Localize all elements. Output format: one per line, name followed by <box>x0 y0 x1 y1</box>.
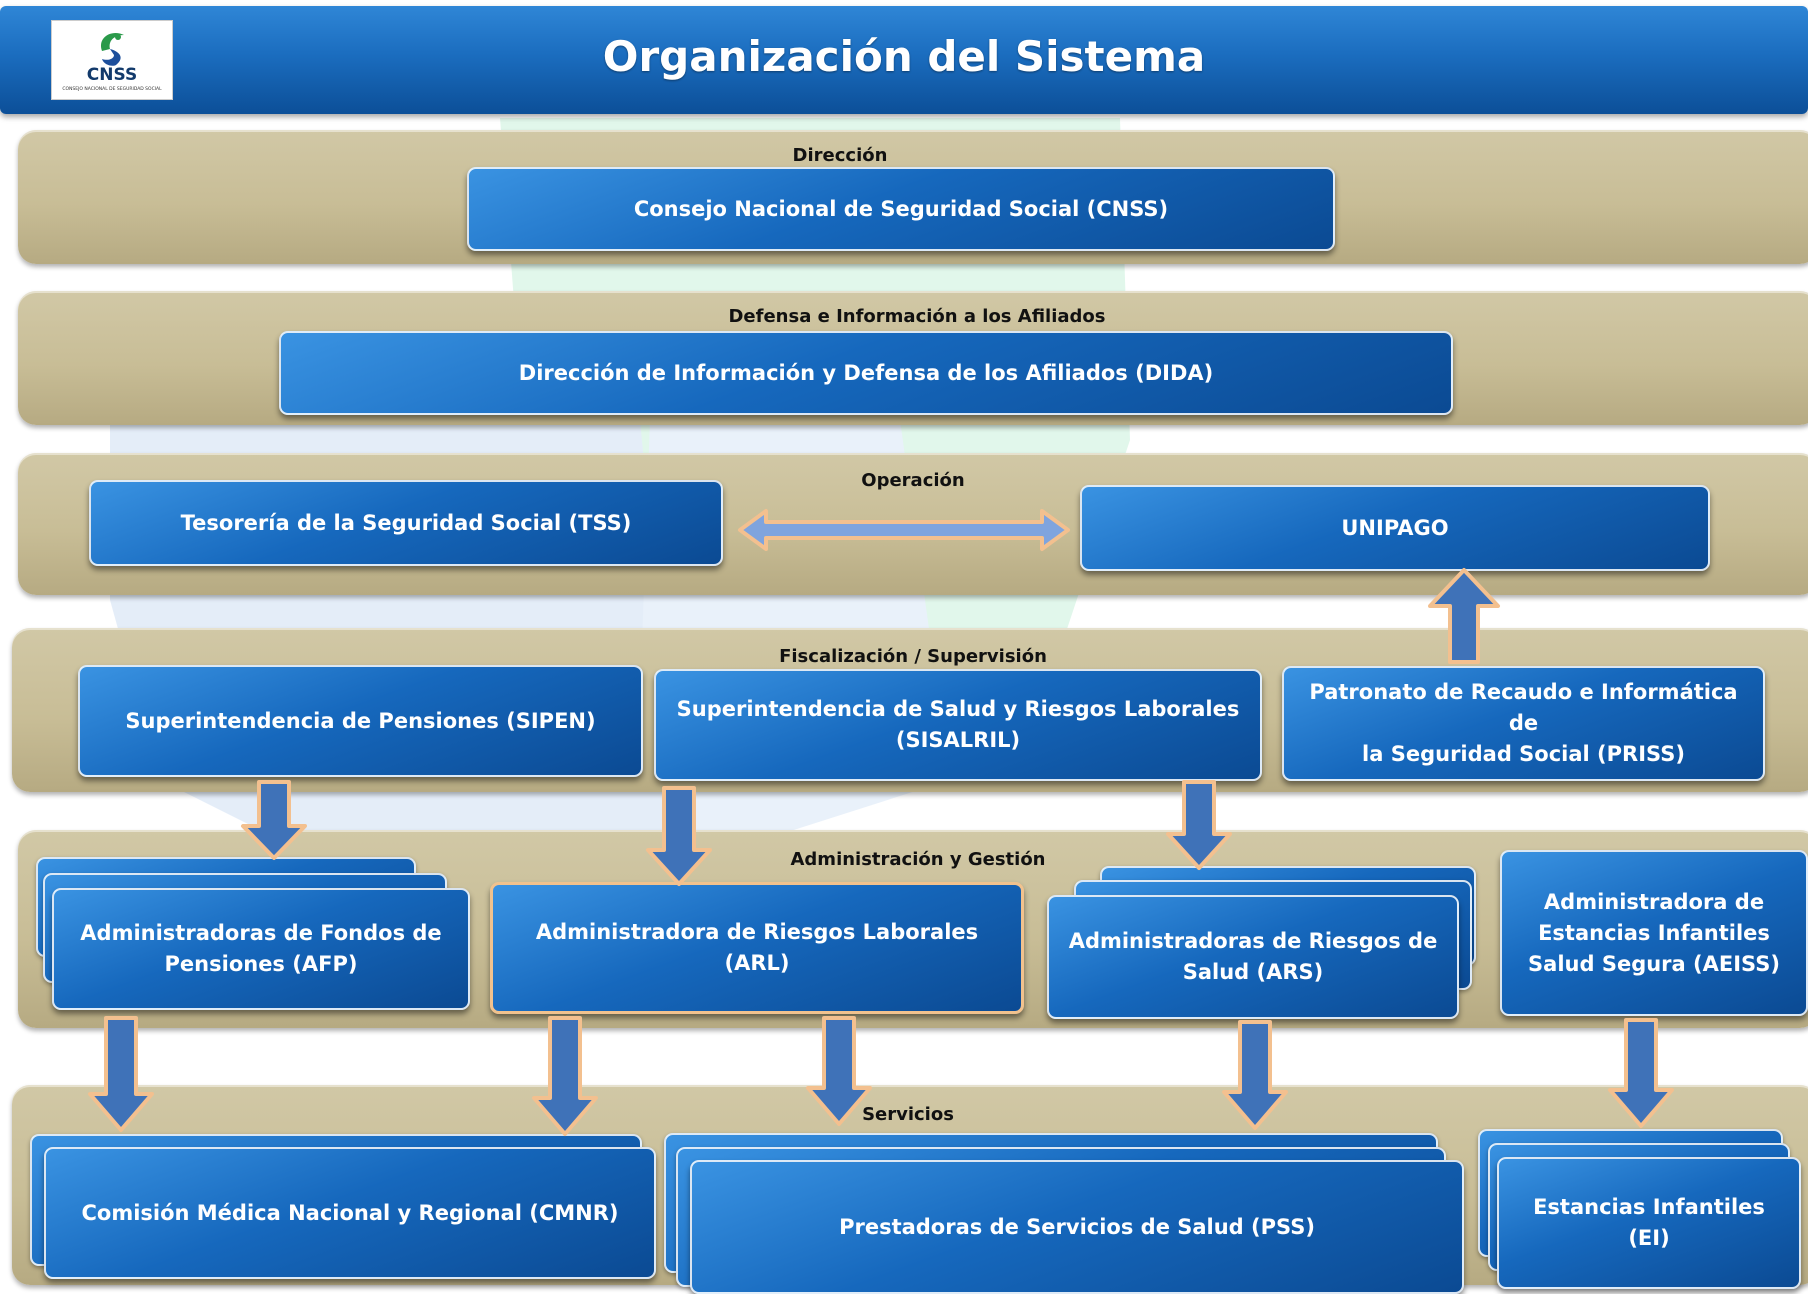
sipen-label: Superintendencia de Pensiones (SIPEN) <box>125 708 596 733</box>
pss-box: Prestadoras de Servicios de Salud (PSS) <box>690 1160 1464 1294</box>
sisalril-box: Superintendencia de Salud y Riesgos Labo… <box>654 669 1262 781</box>
ars-label-line2: Salud (ARS) <box>1182 960 1324 984</box>
afp-label: Administradoras de Fondos de Pensiones (… <box>80 918 441 980</box>
up-arrow-icon <box>1428 568 1500 664</box>
ei-label: Estancias Infantiles (EI) <box>1533 1195 1765 1250</box>
dida-label: Dirección de Información y Defensa de lo… <box>518 360 1214 385</box>
layer-title-defensa: Defensa e Información a los Afiliados <box>728 306 1106 327</box>
down-arrow-afp-cmnr-icon <box>88 1016 154 1132</box>
sisalril-label: Superintendencia de Salud y Riesgos Labo… <box>677 694 1240 756</box>
layer-title-fiscalizacion: Fiscalización / Supervisión <box>779 646 1047 667</box>
priss-label-line1: Patronato de Recaudo e Informática de <box>1309 680 1738 735</box>
layer-title-direccion: Dirección <box>792 145 888 166</box>
logo-text: CNSS <box>86 65 138 85</box>
afp-label-line1: Administradoras de Fondos de <box>80 921 442 945</box>
sisalril-label-line2: (SISALRIL) <box>895 728 1021 752</box>
ars-box: Administradoras de Riesgos de Salud (ARS… <box>1047 895 1459 1019</box>
unipago-box: UNIPAGO <box>1080 485 1710 571</box>
layer-title-operacion: Operación <box>861 470 965 491</box>
ars-label-line1: Administradoras de Riesgos de <box>1068 929 1438 953</box>
down-arrow-sisalril-ars-icon <box>1166 780 1232 870</box>
down-arrow-aeiss-ei-icon <box>1608 1018 1674 1128</box>
double-arrow-icon <box>738 509 1070 551</box>
logo-emblem-icon <box>101 32 124 66</box>
page-title: Organización del Sistema <box>602 32 1206 81</box>
arl-box: Administradora de Riesgos Laborales (ARL… <box>490 882 1024 1014</box>
pss-label: Prestadoras de Servicios de Salud (PSS) <box>839 1214 1315 1239</box>
cmnr-label: Comisión Médica Nacional y Regional (CMN… <box>81 1200 619 1225</box>
afp-box: Administradoras de Fondos de Pensiones (… <box>52 888 470 1010</box>
aeiss-label: Administradora de Estancias Infantiles S… <box>1528 887 1780 980</box>
arl-label: Administradora de Riesgos Laborales (ARL… <box>535 920 979 975</box>
down-arrow-sipen-afp-icon <box>241 780 307 860</box>
logo-subtext: CONSEJO NACIONAL DE SEGURIDAD SOCIAL <box>62 87 162 92</box>
cmnr-box: Comisión Médica Nacional y Regional (CMN… <box>44 1147 656 1279</box>
down-arrow-arl-pss-icon <box>806 1016 872 1126</box>
down-arrow-arl-cmnr-icon <box>532 1016 598 1136</box>
tss-label: Tesorería de la Seguridad Social (TSS) <box>180 510 632 535</box>
cnss-box: Consejo Nacional de Seguridad Social (CN… <box>467 167 1335 251</box>
sipen-box: Superintendencia de Pensiones (SIPEN) <box>78 665 643 777</box>
aeiss-label-line2: Estancias Infantiles <box>1538 920 1770 945</box>
priss-label: Patronato de Recaudo e Informática de la… <box>1298 677 1749 770</box>
ars-label: Administradoras de Riesgos de Salud (ARS… <box>1069 926 1438 988</box>
aeiss-box: Administradora de Estancias Infantiles S… <box>1500 850 1808 1016</box>
priss-label-line2: la Seguridad Social (PRISS) <box>1362 742 1685 766</box>
aeiss-label-line1: Administradora de <box>1543 889 1765 914</box>
cnss-label: Consejo Nacional de Seguridad Social (CN… <box>633 196 1169 221</box>
sisalril-label-line1: Superintendencia de Salud y Riesgos Labo… <box>676 697 1240 721</box>
layer-title-administracion: Administración y Gestión <box>790 849 1046 870</box>
tss-box: Tesorería de la Seguridad Social (TSS) <box>89 480 723 566</box>
layer-title-servicios: Servicios <box>862 1104 954 1125</box>
down-arrow-sisalril-arl-icon <box>646 786 712 886</box>
down-arrow-ars-pss-icon <box>1222 1020 1288 1130</box>
unipago-label: UNIPAGO <box>1341 515 1449 540</box>
aeiss-label-line3: Salud Segura (AEISS) <box>1528 951 1780 976</box>
header-bar: CNSS CONSEJO NACIONAL DE SEGURIDAD SOCIA… <box>0 6 1808 114</box>
afp-label-line2: Pensiones (AFP) <box>164 952 358 976</box>
cnss-logo: CNSS CONSEJO NACIONAL DE SEGURIDAD SOCIA… <box>51 20 173 100</box>
dida-box: Dirección de Información y Defensa de lo… <box>279 331 1453 415</box>
ei-box: Estancias Infantiles (EI) <box>1497 1157 1801 1289</box>
priss-box: Patronato de Recaudo e Informática de la… <box>1282 666 1765 781</box>
